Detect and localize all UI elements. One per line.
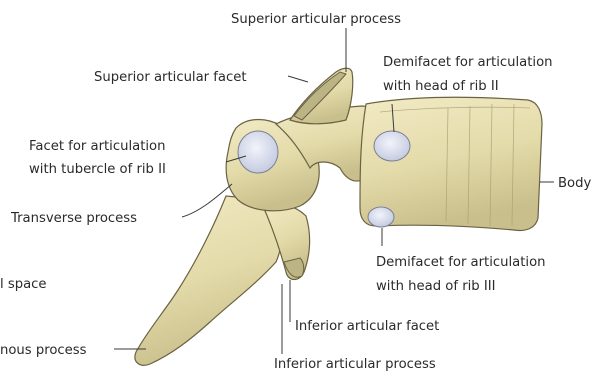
- tubercle-facet: [238, 131, 278, 173]
- label-demifacet-rib-iii-line1: Demifacet for articulation: [376, 255, 546, 270]
- label-superior-articular-facet: Superior articular facet: [94, 70, 247, 85]
- label-body: Body: [558, 176, 591, 191]
- label-demifacet-rib-ii-line1: Demifacet for articulation: [383, 55, 553, 70]
- label-spinous-process-fragment: nous process: [0, 343, 87, 358]
- spinous-process: [135, 196, 281, 365]
- label-inferior-articular-process: Inferior articular process: [274, 357, 436, 372]
- label-transverse-process: Transverse process: [10, 211, 137, 226]
- demifacet-rib-ii: [374, 131, 410, 161]
- label-inferior-articular-facet: Inferior articular facet: [295, 319, 439, 334]
- label-demifacet-rib-iii-line2: with head of rib III: [376, 279, 496, 294]
- demifacet-rib-iii: [368, 207, 394, 227]
- label-superior-articular-process: Superior articular process: [231, 12, 401, 27]
- label-space-fragment: l space: [0, 277, 47, 292]
- label-facet-tubercle-line1: Facet for articulation: [29, 139, 165, 154]
- label-demifacet-rib-ii-line2: with head of rib II: [383, 79, 499, 94]
- label-facet-tubercle-line2: with tubercle of rib II: [29, 162, 166, 177]
